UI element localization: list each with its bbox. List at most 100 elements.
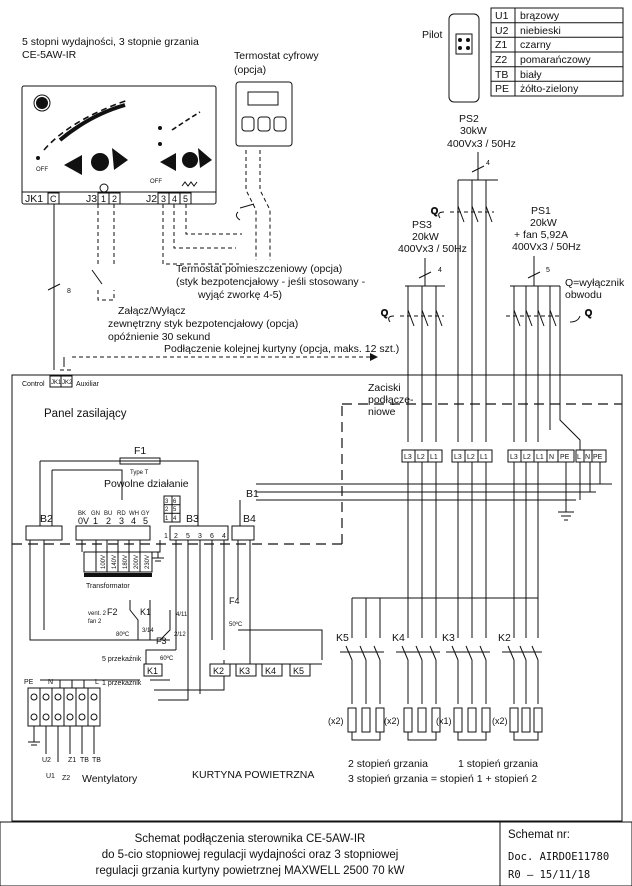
f3-name: F3 (156, 636, 167, 646)
b3-pin: 6 (210, 533, 214, 540)
legend-color: żółto-zielony (520, 83, 579, 95)
wire-z1: Z1 (68, 757, 76, 764)
contactor-k5: K5 (336, 632, 349, 644)
k1-label: K1 (140, 607, 151, 617)
b4-label: B4 (243, 513, 256, 525)
ps1-terminal-l1: L1 (536, 454, 544, 461)
ps3-terminal-l1: L1 (430, 454, 438, 461)
ps1-name: PS1 (531, 205, 551, 217)
q-desc-line-1: Q=wyłącznik (565, 277, 625, 289)
q-label-ps2: Q (431, 206, 438, 216)
terminal-j2-4: 4 (172, 194, 177, 204)
off-label-1: OFF (36, 167, 48, 173)
fuse-f1: F1 Type T Powolne działanie (104, 445, 189, 490)
k1-pins-c: 4/11 (176, 612, 188, 618)
wire-u2: U2 (42, 757, 51, 764)
b3-pin: 3 (198, 533, 202, 540)
ps2-terminal-l1: L1 (480, 454, 488, 461)
f2-note-1: vent. 2 (88, 611, 107, 617)
b3-side-pin: 4 (173, 516, 177, 522)
panel-wiring (25, 460, 255, 541)
b3-pin: 5 (186, 533, 190, 540)
ps3-supply: 400Vx3 / 50Hz (398, 243, 467, 255)
relay-k2: K2 (213, 666, 224, 676)
transformer-tap: 3 (119, 516, 124, 526)
relay-k1: K1 (147, 666, 158, 676)
b3-side-pin: 3 (165, 499, 169, 505)
ps2-breaker: Q (431, 206, 494, 223)
b3-pin: 1 (164, 533, 168, 540)
legend-color: pomarańczowy (520, 54, 591, 66)
fan-term-pe: PE (24, 679, 34, 686)
ps2-supply: 400Vx3 / 50Hz (447, 138, 516, 150)
transformer-voltage: 140V (112, 555, 118, 569)
panel-boundary (12, 403, 622, 545)
mult-k2: (x2) (492, 716, 508, 726)
k1-pins-b: 2/12 (174, 632, 186, 638)
legend-color: brązowy (520, 10, 560, 22)
jk2-terminal: JK2 (62, 380, 73, 386)
room-thermostat-line-3: wyjąć zworkę 4-5) (197, 289, 282, 301)
ps1-cable: 5 (546, 267, 550, 274)
b3-side-pin: 2 (165, 507, 169, 513)
ps3-terminal-l2: L2 (417, 454, 425, 461)
transformer-tap: 2 (106, 516, 111, 526)
relay-k4: K4 (265, 666, 276, 676)
ps2-power: 30kW (460, 125, 487, 137)
terminal-j3-1: 1 (101, 194, 106, 204)
digital-thermostat-line-1: Termostat cyfrowy (234, 50, 319, 62)
ps2-terminal-l3: L3 (454, 454, 462, 461)
scheme-rev: R0 – 15/11/18 (508, 869, 590, 881)
onoff-line-3: opóźnienie 30 sekund (108, 331, 210, 343)
pilot-label: Pilot (422, 29, 443, 41)
legend-code: TB (495, 69, 508, 81)
onoff-line-2: zewnętrzny styk bezpotencjałowy (opcja) (108, 318, 298, 330)
k1-pins-a: 3/14 (142, 628, 154, 634)
transformer-tap: 4 (131, 516, 136, 526)
legend-code: PE (495, 83, 509, 95)
b1-bus (256, 462, 612, 521)
ps1-feed (510, 256, 581, 452)
b3-side-pin: 5 (173, 507, 177, 513)
contactor-k2: K2 (498, 632, 511, 644)
out-terminal-pe: PE (593, 454, 603, 461)
heat-down-icon (160, 153, 176, 171)
legend-code: U1 (495, 10, 509, 22)
b3-side-block: 3 6 2 5 1 4 (163, 495, 181, 523)
b3-pin: 4 (222, 533, 226, 540)
speed-up-icon (112, 148, 128, 170)
control-wiring (47, 150, 378, 371)
f4-name: F4 (229, 596, 240, 606)
terminals-label-line-2: podłącze- (368, 394, 414, 406)
ps3-power: 20kW (412, 231, 439, 243)
f1-desc: Powolne działanie (104, 478, 189, 490)
mult-k5: (x2) (328, 716, 344, 726)
ps1-power: 20kW (530, 217, 557, 229)
b3-side-pin: 6 (173, 499, 177, 505)
mult-k4: (x2) (384, 716, 400, 726)
wire-u1: U1 (46, 773, 55, 780)
transformer-voltage: 180V (123, 555, 129, 569)
ps1-supply: 400Vx3 / 50Hz (512, 241, 581, 253)
legend-color: czarny (520, 39, 552, 51)
transformer-voltage: 200V (134, 555, 140, 569)
contactor-k4: K4 (392, 632, 405, 644)
relay1-label: 1 przekaźnik (102, 680, 142, 687)
f2-note-2: fan 2 (88, 619, 102, 625)
relay-boxes: K1 K2 K3 K4 K5 (143, 663, 311, 677)
contactor-k3: K3 (442, 632, 455, 644)
heater-icon (181, 181, 198, 187)
fans-label: Wentylatory (82, 773, 138, 785)
f3-temp: 60ºC (160, 655, 174, 662)
mult-k3: (x1) (436, 716, 452, 726)
out-terminal-n: N (585, 454, 590, 461)
ps3-name: PS3 (412, 219, 432, 231)
heat-up-icon (198, 148, 212, 168)
transformer-tap: 5 (143, 516, 148, 526)
transformer-color: BK (78, 511, 86, 517)
f2-temp: 80ºC (116, 631, 130, 638)
jk1-terminal: JK1 (51, 380, 62, 386)
transformer-color: GY (141, 511, 150, 517)
ps1-breaker: Q (506, 308, 593, 327)
ps1-terminal-l2: L2 (523, 454, 531, 461)
